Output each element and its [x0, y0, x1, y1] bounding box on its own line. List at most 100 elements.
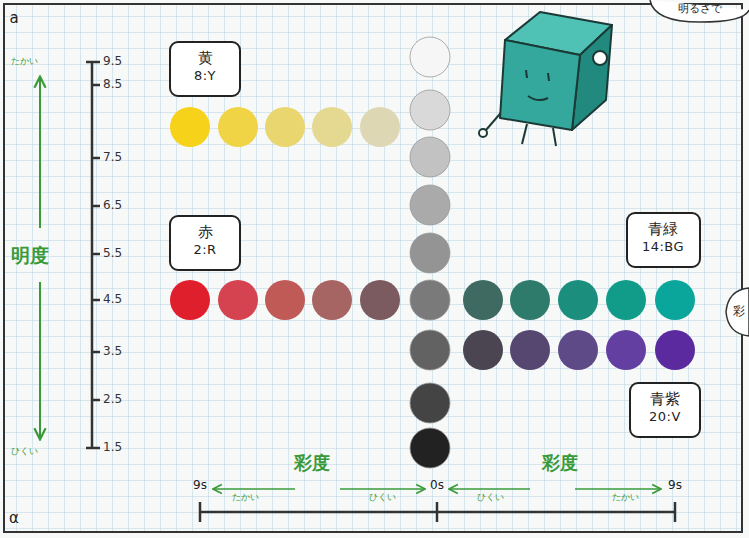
character-leg: [553, 128, 556, 146]
blue-violet-row: [463, 330, 695, 370]
value-axis: [86, 62, 100, 448]
axis-tick: [92, 399, 100, 402]
color-dot: [410, 185, 450, 225]
color-dot: [360, 280, 400, 320]
tick-label: 9.5: [103, 55, 122, 68]
hue-code: 2:R: [183, 242, 227, 259]
axis-title: 彩度: [294, 453, 330, 473]
blue-green-row: [463, 280, 695, 320]
tick-label: 9s: [668, 479, 682, 492]
hue-code: 14:BG: [640, 239, 687, 256]
color-dot: [265, 280, 305, 320]
character-hand: [479, 129, 487, 137]
speech-bubble: [726, 288, 749, 336]
color-dot: [170, 107, 210, 147]
hue-box: 青紫20:V: [629, 382, 701, 438]
color-dot: [558, 330, 598, 370]
axis-tick: [86, 61, 100, 64]
color-dot: [510, 330, 550, 370]
axis-tick: [92, 351, 100, 354]
axis-tick: [92, 205, 100, 208]
axis-note: たかい: [11, 57, 38, 67]
axis-note: ひくい: [369, 493, 396, 503]
graph-paper: [4, 4, 742, 532]
axis-note: たかい: [612, 493, 639, 503]
cube-front: [500, 40, 580, 130]
color-dot: [312, 107, 352, 147]
character-leg: [522, 124, 527, 144]
color-dot: [218, 280, 258, 320]
hue-box: 赤2:R: [169, 215, 241, 271]
chroma-axis: [200, 502, 675, 522]
color-dot: [410, 280, 450, 320]
hue-code: 20:V: [643, 409, 687, 426]
tick-label: 8.5: [103, 78, 122, 91]
color-dot: [655, 280, 695, 320]
tick-label: 9s: [193, 479, 207, 492]
chroma-arrow: [340, 488, 424, 490]
color-dot: [606, 330, 646, 370]
color-dot: [655, 330, 695, 370]
bubble-text: 彩: [733, 305, 745, 318]
cube-character: [479, 12, 612, 146]
color-dot: [265, 107, 305, 147]
tick-label: 1.5: [103, 441, 122, 454]
hue-box: 青緑14:BG: [626, 212, 701, 268]
axis-tick: [86, 447, 100, 450]
character-eye: [548, 73, 549, 81]
color-dot: [410, 137, 450, 177]
color-dot: [463, 330, 503, 370]
color-dot: [410, 37, 450, 77]
chroma-arrow: [575, 488, 660, 490]
cube-knob: [593, 51, 607, 65]
value-arrow: [39, 78, 41, 228]
hue-name: 青緑: [640, 220, 687, 239]
character-mouth: [528, 96, 548, 100]
axis-tick: [674, 502, 677, 522]
tick-label: 2.5: [103, 393, 122, 406]
speech-bubble: [650, 0, 749, 22]
value-arrow: [39, 282, 41, 438]
color-dot: [410, 383, 450, 423]
color-dot: [606, 280, 646, 320]
axis-note: たかい: [232, 493, 259, 503]
tick-label: 0s: [430, 479, 444, 492]
hue-name: 青紫: [643, 390, 687, 409]
gray-scale: [410, 37, 450, 468]
tick-label: 7.5: [103, 151, 122, 164]
axis-note: ひくい: [477, 493, 504, 503]
red-row: [170, 280, 400, 320]
color-dot: [170, 280, 210, 320]
chroma-arrow: [450, 488, 530, 490]
axis-tick: [199, 502, 202, 522]
tick-label: 4.5: [103, 293, 122, 306]
axis-tick: [92, 157, 100, 160]
color-dot: [410, 330, 450, 370]
axis-tick: [92, 84, 100, 87]
yellow-row: [170, 107, 400, 147]
bubble-text: 明るさで: [678, 3, 722, 15]
axis-tick: [92, 253, 100, 256]
tick-label: 3.5: [103, 345, 122, 358]
color-dot: [410, 233, 450, 273]
color-dot: [558, 280, 598, 320]
color-dot: [360, 107, 400, 147]
axis-title: 明度: [11, 245, 49, 266]
hue-name: 黄: [183, 49, 227, 68]
hue-code: 8:Y: [183, 68, 227, 85]
color-dot: [463, 280, 503, 320]
corner-mark: a: [9, 10, 18, 27]
hue-name: 赤: [183, 223, 227, 242]
axis-title: 彩度: [542, 453, 578, 473]
chroma-arrow: [214, 488, 295, 490]
color-dot: [410, 428, 450, 468]
hue-box: 黄8:Y: [169, 41, 241, 97]
tick-label: 6.5: [103, 199, 122, 212]
axis-tick: [436, 502, 439, 522]
axis-note: ひくい: [11, 447, 38, 457]
character-eye: [526, 70, 527, 78]
color-dot: [218, 107, 258, 147]
color-dot: [510, 280, 550, 320]
corner-mark: α: [9, 510, 19, 527]
